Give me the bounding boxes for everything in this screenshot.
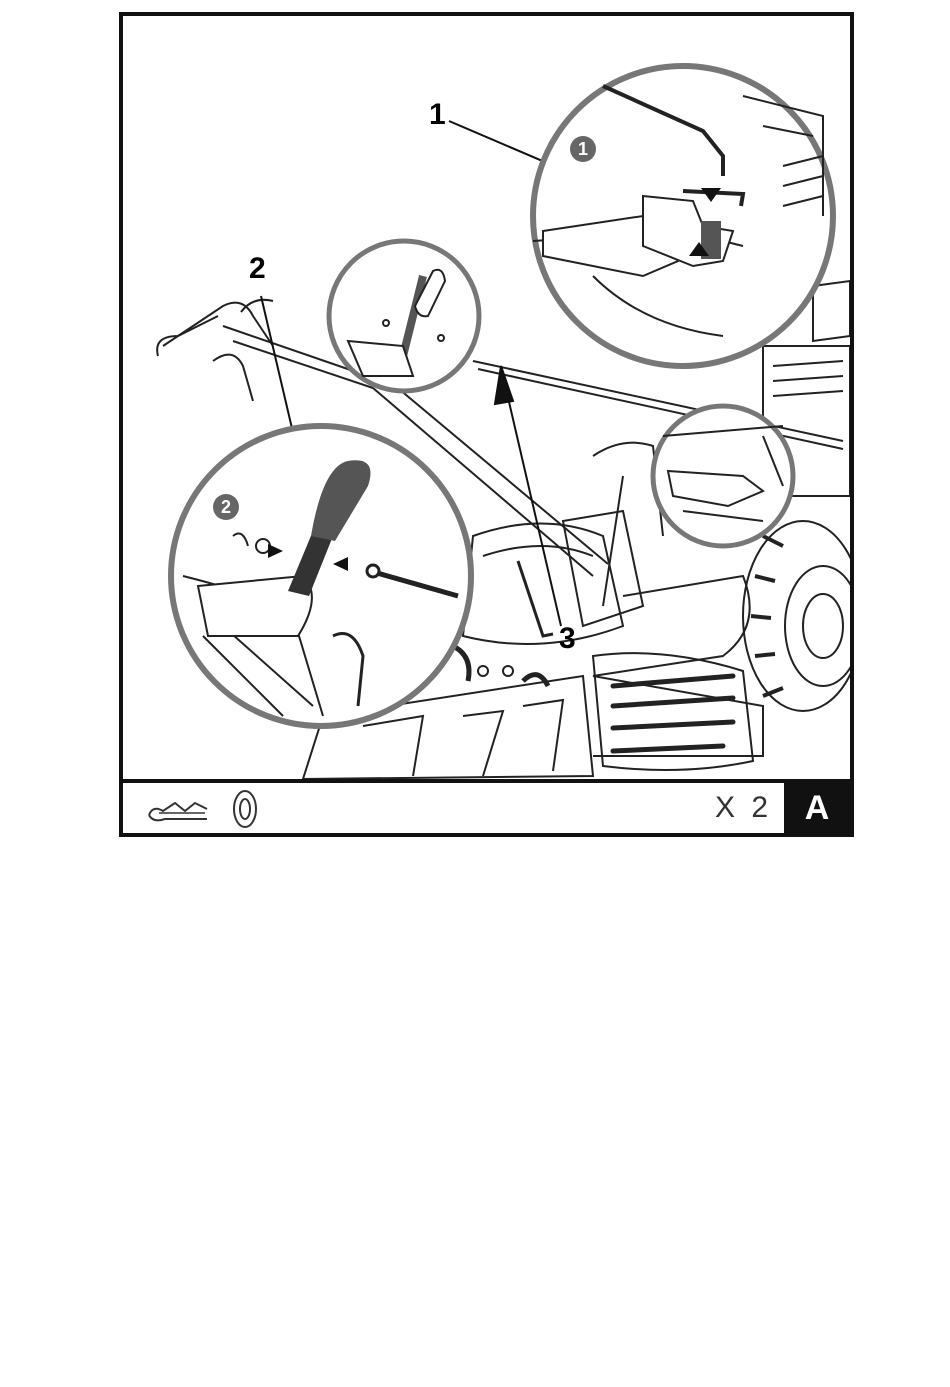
parts-quantity: X 2: [715, 791, 772, 825]
callout-label-3: 3: [559, 624, 576, 654]
control-rod: [473, 361, 843, 441]
detail-view-2: [171, 426, 471, 726]
hairpin-cotter-pin-icon: [145, 793, 225, 833]
callout-label-2: 2: [249, 254, 266, 284]
handlebar-left: [163, 303, 273, 346]
flat-washer-icon: [231, 787, 261, 831]
tiller-drawing: [123, 16, 850, 779]
detail-view-handle: [329, 241, 479, 391]
frame-bracket: [563, 511, 643, 626]
step-badge-1: 1: [570, 136, 596, 162]
callout-arrowhead-3: [495, 366, 513, 404]
detail-view-bracket: [653, 406, 793, 546]
view-label: A: [784, 783, 850, 833]
tine-shield: [463, 524, 623, 645]
step-badge-2: 2: [213, 494, 239, 520]
tiller-illustration: 1 2 3 1 2: [123, 16, 850, 779]
callout-line-3: [503, 376, 561, 626]
assembly-figure: 1 2 3 1 2 X 2 A: [119, 12, 854, 837]
detail-view-1: [533, 66, 833, 366]
callout-label-1: 1: [429, 100, 446, 130]
parts-list-strip: X 2 A: [123, 779, 850, 833]
